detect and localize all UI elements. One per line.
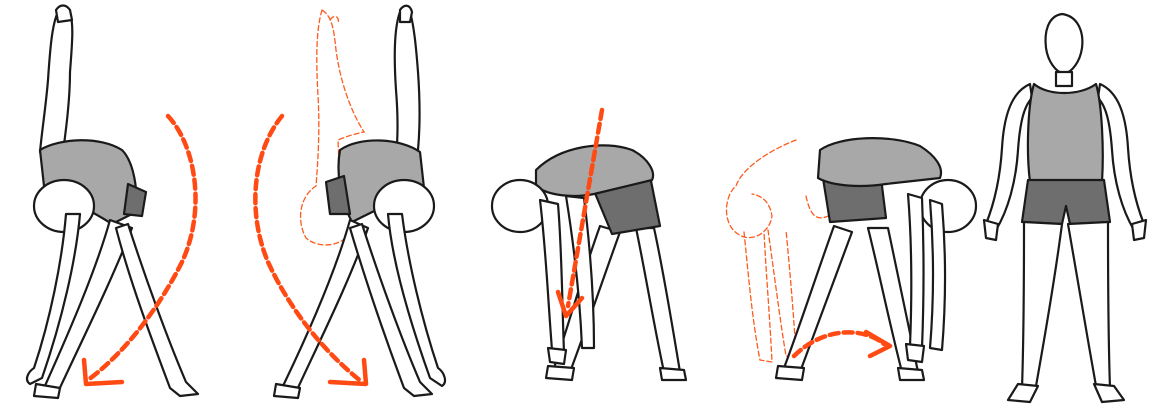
figure-side-bend-left xyxy=(27,6,198,399)
figure-forward-bend-sweep xyxy=(727,138,977,380)
figure-side-bend-right xyxy=(274,6,445,398)
figure-standing-start xyxy=(984,14,1146,402)
